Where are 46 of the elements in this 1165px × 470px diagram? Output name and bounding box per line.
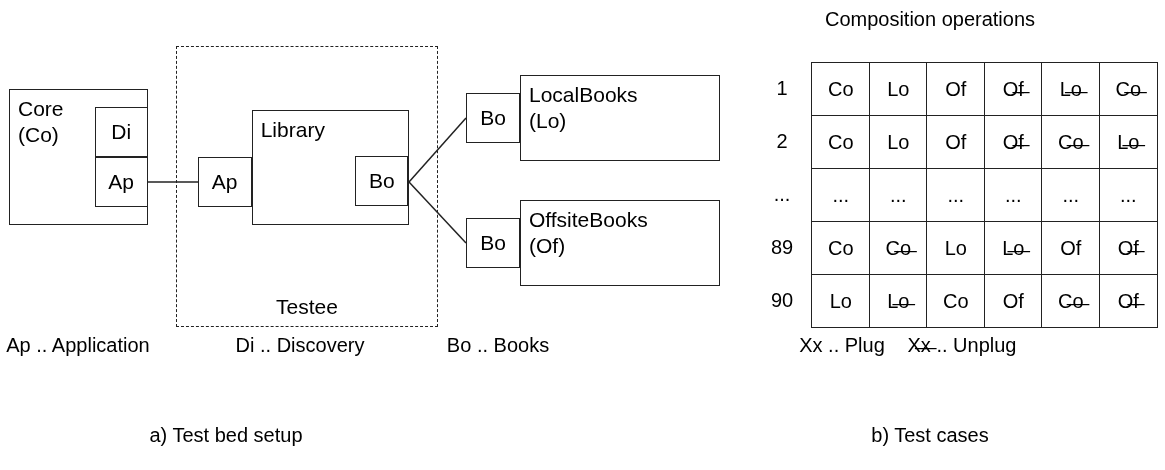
node-label: Bo bbox=[369, 168, 395, 195]
port-box bbox=[466, 218, 520, 268]
component-box bbox=[520, 75, 720, 161]
port-box bbox=[355, 156, 409, 207]
table-cell: C̶o̶ bbox=[1041, 274, 1101, 329]
caption: a) Test bed setup bbox=[149, 424, 303, 447]
row-number: 90 bbox=[769, 288, 795, 313]
port-box bbox=[466, 93, 520, 143]
component-box bbox=[520, 200, 720, 286]
node-label: Testee bbox=[276, 293, 338, 320]
row-number: 2 bbox=[775, 129, 789, 154]
component-box bbox=[9, 89, 148, 225]
table-cell: Of bbox=[926, 62, 986, 117]
component-box bbox=[251, 109, 409, 225]
row-number: 1 bbox=[775, 76, 789, 101]
port-box bbox=[197, 156, 252, 207]
legend-text: Bo .. Books bbox=[446, 334, 550, 357]
table-cell: O̶f̶ bbox=[1098, 274, 1158, 329]
row-number: 89 bbox=[769, 235, 795, 260]
caption: b) Test cases bbox=[871, 424, 989, 447]
legend-text: Di .. Discovery bbox=[235, 334, 365, 357]
legend-text: Xx .. Plug bbox=[799, 334, 885, 357]
node-label: LocalBooks (Lo) bbox=[529, 82, 639, 135]
table-cell: C̶o̶ bbox=[1098, 62, 1158, 117]
node-label: Library bbox=[260, 116, 325, 143]
node-label: Ap bbox=[211, 168, 238, 195]
table-cell: Lo bbox=[811, 274, 871, 329]
port-box bbox=[94, 106, 148, 157]
table-cell: Co bbox=[926, 274, 986, 329]
port-box bbox=[94, 156, 148, 207]
node-label: Bo bbox=[480, 104, 506, 131]
node-label: Ap bbox=[108, 168, 135, 195]
row-number: ... bbox=[772, 182, 792, 207]
node-label: Core (Co) bbox=[18, 96, 65, 149]
legend-text: X̶x̶ .. Unplug bbox=[907, 334, 1017, 357]
table-heading: Composition operations bbox=[824, 8, 1036, 31]
legend-text: Ap .. Application bbox=[6, 334, 150, 357]
node-label: Bo bbox=[480, 229, 506, 256]
table-cell: L̶o̶ bbox=[1041, 62, 1101, 117]
connector-line bbox=[408, 117, 467, 183]
table-cell: Co bbox=[811, 62, 871, 117]
dashed-boundary-box bbox=[176, 46, 438, 327]
node-label: OffsiteBooks (Of) bbox=[529, 207, 649, 260]
connector-line bbox=[408, 181, 467, 244]
node-label: Di bbox=[111, 118, 132, 145]
connector-line bbox=[147, 181, 199, 183]
